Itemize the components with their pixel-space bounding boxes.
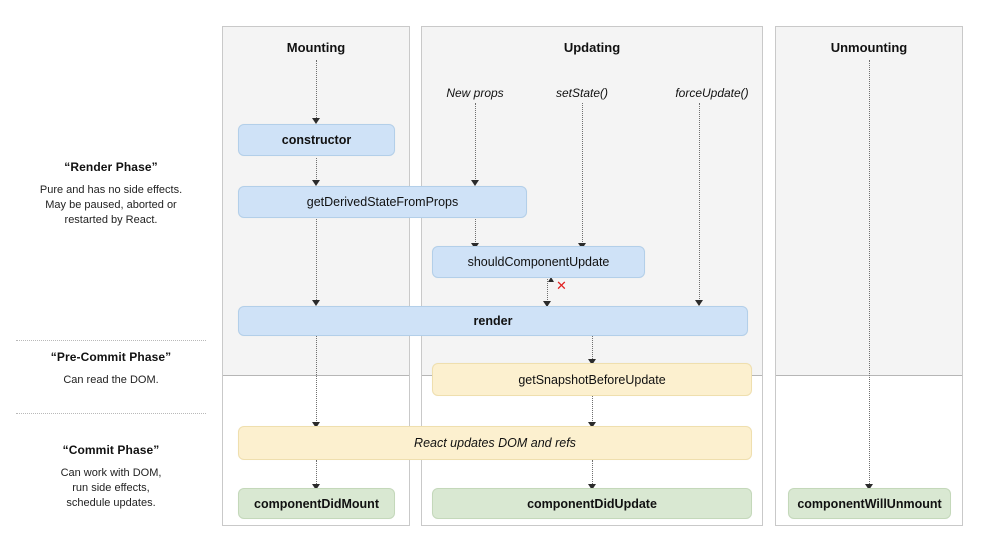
- commit-phase-description: Can work with DOM, run side effects, sch…: [60, 467, 162, 509]
- divider-render-precommit: [16, 340, 206, 341]
- connector-gdsfp-to-render: [316, 217, 317, 304]
- trigger-set-state: setState(): [555, 86, 609, 100]
- divider-precommit-commit: [16, 413, 206, 414]
- connector-render-to-domupdate-mount: [316, 335, 317, 427]
- arrowhead-gdsfp-newprops: [471, 180, 479, 186]
- connector-scu-to-render: [547, 277, 548, 306]
- arrowhead-render-scu: [543, 301, 551, 307]
- node-should-component-update[interactable]: shouldComponentUpdate: [432, 246, 645, 278]
- legend-commit-phase: “Commit Phase” Can work with DOM, run si…: [0, 443, 222, 511]
- render-phase-title: “Render Phase”: [64, 160, 158, 174]
- column-mounting-header: Mounting: [286, 39, 346, 55]
- render-phase-description: Pure and has no side effects. May be pau…: [39, 184, 183, 226]
- connector-render-to-snapshot: [592, 335, 593, 363]
- connector-unmounting-to-will-unmount: [869, 60, 870, 488]
- legend-render-phase: “Render Phase” Pure and has no side effe…: [0, 160, 222, 228]
- connector-domupdate-to-did-update: [592, 460, 593, 488]
- arrowhead-domupdate-update: [588, 422, 596, 428]
- column-updating-header: Updating: [563, 39, 621, 55]
- trigger-new-props: New props: [446, 86, 504, 100]
- arrowhead-render-mount: [312, 300, 320, 306]
- connector-constructor-to-gdsfp: [316, 158, 317, 183]
- node-react-updates-dom-and-refs[interactable]: React updates DOM and refs: [238, 426, 752, 460]
- pre-commit-phase-description: Can read the DOM.: [63, 374, 159, 386]
- legend-pre-commit-phase: “Pre-Commit Phase” Can read the DOM.: [0, 350, 222, 388]
- node-get-snapshot-before-update[interactable]: getSnapshotBeforeUpdate: [432, 363, 752, 396]
- connector-domupdate-to-did-mount: [316, 460, 317, 488]
- node-get-derived-state-from-props[interactable]: getDerivedStateFromProps: [238, 186, 527, 218]
- node-component-did-mount[interactable]: componentDidMount: [238, 488, 395, 519]
- connector-snapshot-to-domupdate: [592, 395, 593, 427]
- pre-commit-phase-title: “Pre-Commit Phase”: [50, 350, 172, 364]
- node-component-did-update[interactable]: componentDidUpdate: [432, 488, 752, 519]
- node-component-will-unmount[interactable]: componentWillUnmount: [788, 488, 951, 519]
- arrowhead-did-mount: [312, 484, 320, 490]
- column-unmounting-header: Unmounting: [830, 39, 908, 55]
- connector-forceupdate-to-render: [699, 103, 700, 307]
- connector-mounting-to-constructor: [316, 60, 317, 122]
- arrowhead-will-unmount: [865, 484, 873, 490]
- arrowhead-gdsfp-mount: [312, 180, 320, 186]
- connector-gdsfp-to-scu: [475, 217, 476, 246]
- arrowhead-constructor: [312, 118, 320, 124]
- connector-newprops-to-gdsfp: [475, 103, 476, 183]
- connector-setstate-to-scu: [582, 103, 583, 246]
- arrowhead-did-update: [588, 484, 596, 490]
- node-render[interactable]: render: [238, 306, 748, 336]
- skip-update-x-icon: ✕: [556, 279, 567, 294]
- arrowhead-scu-return: [548, 277, 554, 282]
- commit-phase-title: “Commit Phase”: [62, 443, 160, 457]
- arrowhead-render-forceupdate: [695, 300, 703, 306]
- arrowhead-domupdate-mount: [312, 422, 320, 428]
- trigger-force-update: forceUpdate(): [675, 86, 749, 100]
- node-constructor[interactable]: constructor: [238, 124, 395, 156]
- arrowhead-snapshot: [588, 359, 596, 365]
